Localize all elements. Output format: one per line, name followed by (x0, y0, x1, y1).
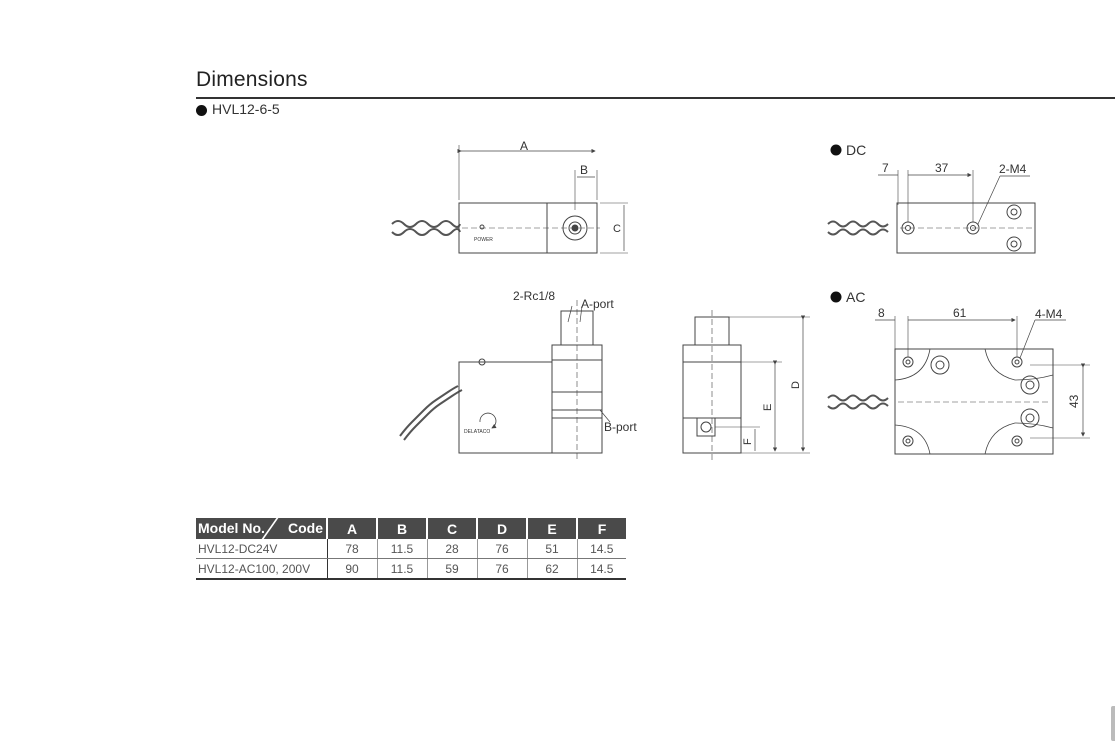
dim-c-label: C (613, 223, 621, 235)
ac-view (827, 316, 1090, 455)
table-header-model: Model No. Code (196, 518, 328, 542)
cell-e: 51 (527, 539, 578, 559)
header-code: Code (288, 520, 323, 536)
row-model: HVL12-AC100, 200V (196, 558, 328, 580)
cell-e: 62 (527, 558, 578, 580)
row-model: HVL12-DC24V (196, 539, 328, 559)
cell-f: 14.5 (577, 539, 626, 559)
ac-heading: AC (846, 289, 865, 305)
brand-label: DELATACO (464, 429, 490, 435)
table-header-row: Model No. Code A B C D E F (196, 518, 626, 542)
bullet-icon (196, 104, 207, 116)
a-port-label: A-port (581, 297, 614, 311)
dc-screw-label: 2-M4 (999, 162, 1027, 176)
header-col-a: A (327, 518, 378, 539)
scrollbar-thumb[interactable] (1111, 706, 1115, 741)
ac-bullet-icon (830, 291, 842, 303)
model-heading: HVL12-6-5 (196, 101, 280, 117)
ac-dim-43: 43 (1067, 394, 1081, 408)
cell-a: 78 (327, 539, 378, 559)
ac-dim-61: 61 (953, 306, 967, 320)
header-col-c: C (427, 518, 478, 539)
cell-b: 11.5 (377, 558, 428, 580)
table-row: HVL12-DC24V 78 11.5 28 76 51 14.5 (196, 539, 626, 559)
dim-e-label: E (762, 404, 774, 411)
dim-d-label: D (790, 381, 802, 389)
power-label: POWER (474, 237, 493, 243)
side-view (682, 310, 810, 460)
cell-c: 59 (427, 558, 478, 580)
dc-dim-7: 7 (882, 161, 889, 175)
cell-d: 76 (477, 558, 528, 580)
ac-dim-8: 8 (878, 306, 885, 320)
b-port-label: B-port (604, 420, 637, 434)
cell-f: 14.5 (577, 558, 626, 580)
header-col-f: F (577, 518, 626, 539)
dimension-table: Model No. Code A B C D E F HVL12-DC24V 7… (196, 518, 626, 580)
dc-bullet-icon (830, 144, 842, 156)
table-row: HVL12-AC100, 200V 90 11.5 59 76 62 14.5 (196, 558, 626, 580)
cell-a: 90 (327, 558, 378, 580)
top-view (391, 145, 628, 254)
dc-heading: DC (846, 142, 866, 158)
section-title: Dimensions (196, 68, 308, 91)
model-heading-text: HVL12-6-5 (212, 101, 280, 117)
rc-label: 2-Rc1/8 (513, 289, 555, 303)
front-view (399, 300, 611, 460)
header-col-b: B (377, 518, 428, 539)
header-model-no: Model No. (198, 520, 265, 536)
header-col-e: E (527, 518, 578, 539)
cell-c: 28 (427, 539, 478, 559)
dc-dim-37: 37 (935, 161, 949, 175)
dim-b-label: B (580, 163, 588, 177)
dim-a-label: A (520, 139, 528, 153)
cell-b: 11.5 (377, 539, 428, 559)
cell-d: 76 (477, 539, 528, 559)
dim-f-label: F (742, 438, 754, 445)
dc-view (827, 170, 1036, 254)
ac-screw-label: 4-M4 (1035, 307, 1063, 321)
header-col-d: D (477, 518, 528, 539)
title-divider (196, 97, 1115, 99)
